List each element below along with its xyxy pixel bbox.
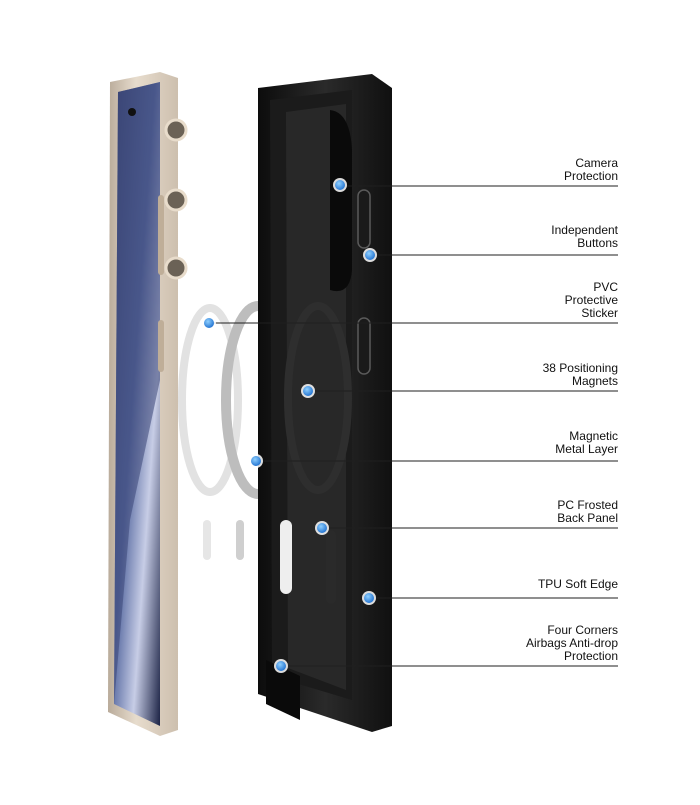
callout-dot-icon — [317, 523, 327, 533]
callout-dot-icon — [204, 318, 214, 328]
callout-dot-icon — [276, 661, 286, 671]
callout-label-line: Buttons — [577, 236, 618, 250]
power-button — [158, 320, 164, 372]
callout-label-line: Protection — [563, 169, 618, 183]
callout-label: TPU Soft Edge — [448, 578, 618, 591]
callout-label-line: Sticker — [581, 306, 618, 320]
camera-lens-icon — [164, 118, 188, 142]
callout-label-line: 38 Positioning — [542, 361, 618, 375]
callout-label-line: Camera — [575, 156, 618, 170]
case-power-button — [357, 317, 371, 375]
sticker-tab — [280, 520, 292, 594]
callout-label-line: Airbags Anti-drop — [525, 636, 618, 650]
callout-label-line: Four Corners — [547, 623, 618, 637]
front-camera-icon — [128, 108, 136, 116]
callout-label-line: Back Panel — [557, 511, 618, 525]
callout-dot-icon — [364, 593, 374, 603]
callout-label-line: Magnets — [571, 374, 618, 388]
volume-button — [158, 195, 164, 275]
callout-label-line: Magnetic — [569, 429, 618, 443]
callout-label-line: PVC — [593, 280, 618, 294]
case-volume-button — [357, 189, 371, 249]
phone-illustration — [108, 72, 188, 736]
callout-label-line: PC Frosted — [557, 498, 618, 512]
camera-lens-icon — [164, 188, 188, 212]
corner-airbag — [266, 660, 300, 720]
callout-dot-icon — [335, 180, 345, 190]
camera-cutout — [330, 110, 352, 292]
camera-lens-icon — [164, 256, 188, 280]
callout-dot-icon — [251, 456, 261, 466]
callout-leaders — [202, 178, 618, 673]
callout-label-line: Protective — [564, 293, 618, 307]
callout-label-line: Independent — [551, 223, 618, 237]
callout-label-line: Protection — [563, 649, 618, 663]
callout-dot-icon — [365, 250, 375, 260]
pvc-sticker-ring — [178, 304, 242, 496]
callout-label-line: Metal Layer — [555, 442, 618, 456]
callout-label-line: TPU Soft Edge — [537, 577, 618, 591]
phone-case-illustration — [258, 74, 392, 732]
callout-dot-icon — [303, 386, 313, 396]
